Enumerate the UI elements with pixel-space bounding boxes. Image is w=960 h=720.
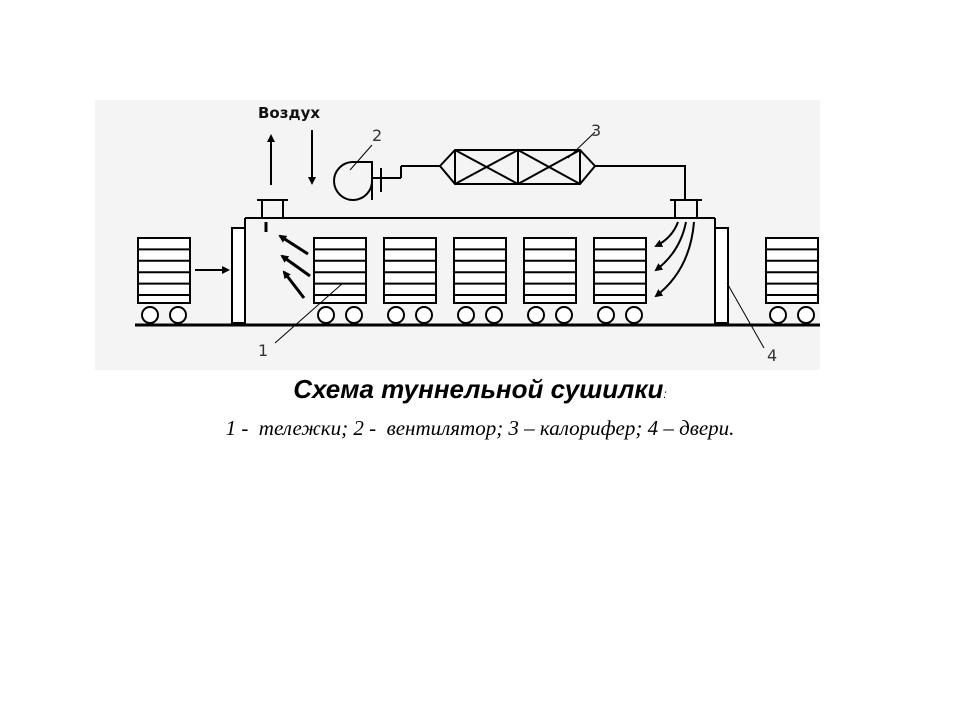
cart-wheel <box>597 306 615 324</box>
cart <box>765 237 819 324</box>
figure-caption-title: Схема туннельной сушилки: <box>0 374 960 405</box>
caption-title-colon: : <box>663 387 667 401</box>
cart-wheel <box>169 306 187 324</box>
cart-wheel <box>387 306 405 324</box>
cart <box>453 237 507 324</box>
cart <box>523 237 577 324</box>
cart <box>593 237 647 324</box>
cart-wheel <box>485 306 503 324</box>
label-carts-number: 1 <box>258 341 268 360</box>
exit-door <box>714 227 729 324</box>
air-duct <box>595 165 686 200</box>
exhaust-nozzle <box>257 199 288 218</box>
cart-wheel <box>415 306 433 324</box>
cart-wheel <box>797 306 815 324</box>
entrance-door <box>231 227 246 324</box>
figure-caption-legend: 1 - тележки; 2 - вентилятор; 3 – калориф… <box>225 416 735 440</box>
label-leader-doors <box>726 282 765 349</box>
cart <box>383 237 437 324</box>
carts <box>137 237 819 324</box>
cart-wheel <box>769 306 787 324</box>
cart-wheel <box>141 306 159 324</box>
label-heater-number: 3 <box>591 121 601 140</box>
label-doors-number: 4 <box>767 346 777 365</box>
caption-title-text: Схема туннельной сушилки <box>293 374 664 404</box>
cart-wheel <box>317 306 335 324</box>
cart-wheel <box>457 306 475 324</box>
label-fan-number: 2 <box>372 126 382 145</box>
airflow-arrows-outlet <box>264 222 311 299</box>
cart <box>137 237 191 324</box>
label-leader-fan <box>349 144 373 171</box>
cart-wheel <box>345 306 363 324</box>
label-leader-carts <box>274 282 344 344</box>
label-leader-heater <box>567 131 596 159</box>
airflow-arrows-inlet <box>654 221 695 298</box>
cart-wheel <box>625 306 643 324</box>
heater-icon <box>438 149 597 185</box>
diagram-background <box>95 100 820 370</box>
air-label: Воздух <box>258 104 320 122</box>
fan-icon <box>333 161 440 201</box>
cart-wheel <box>527 306 545 324</box>
cart-wheel <box>555 306 573 324</box>
cart <box>313 237 367 324</box>
